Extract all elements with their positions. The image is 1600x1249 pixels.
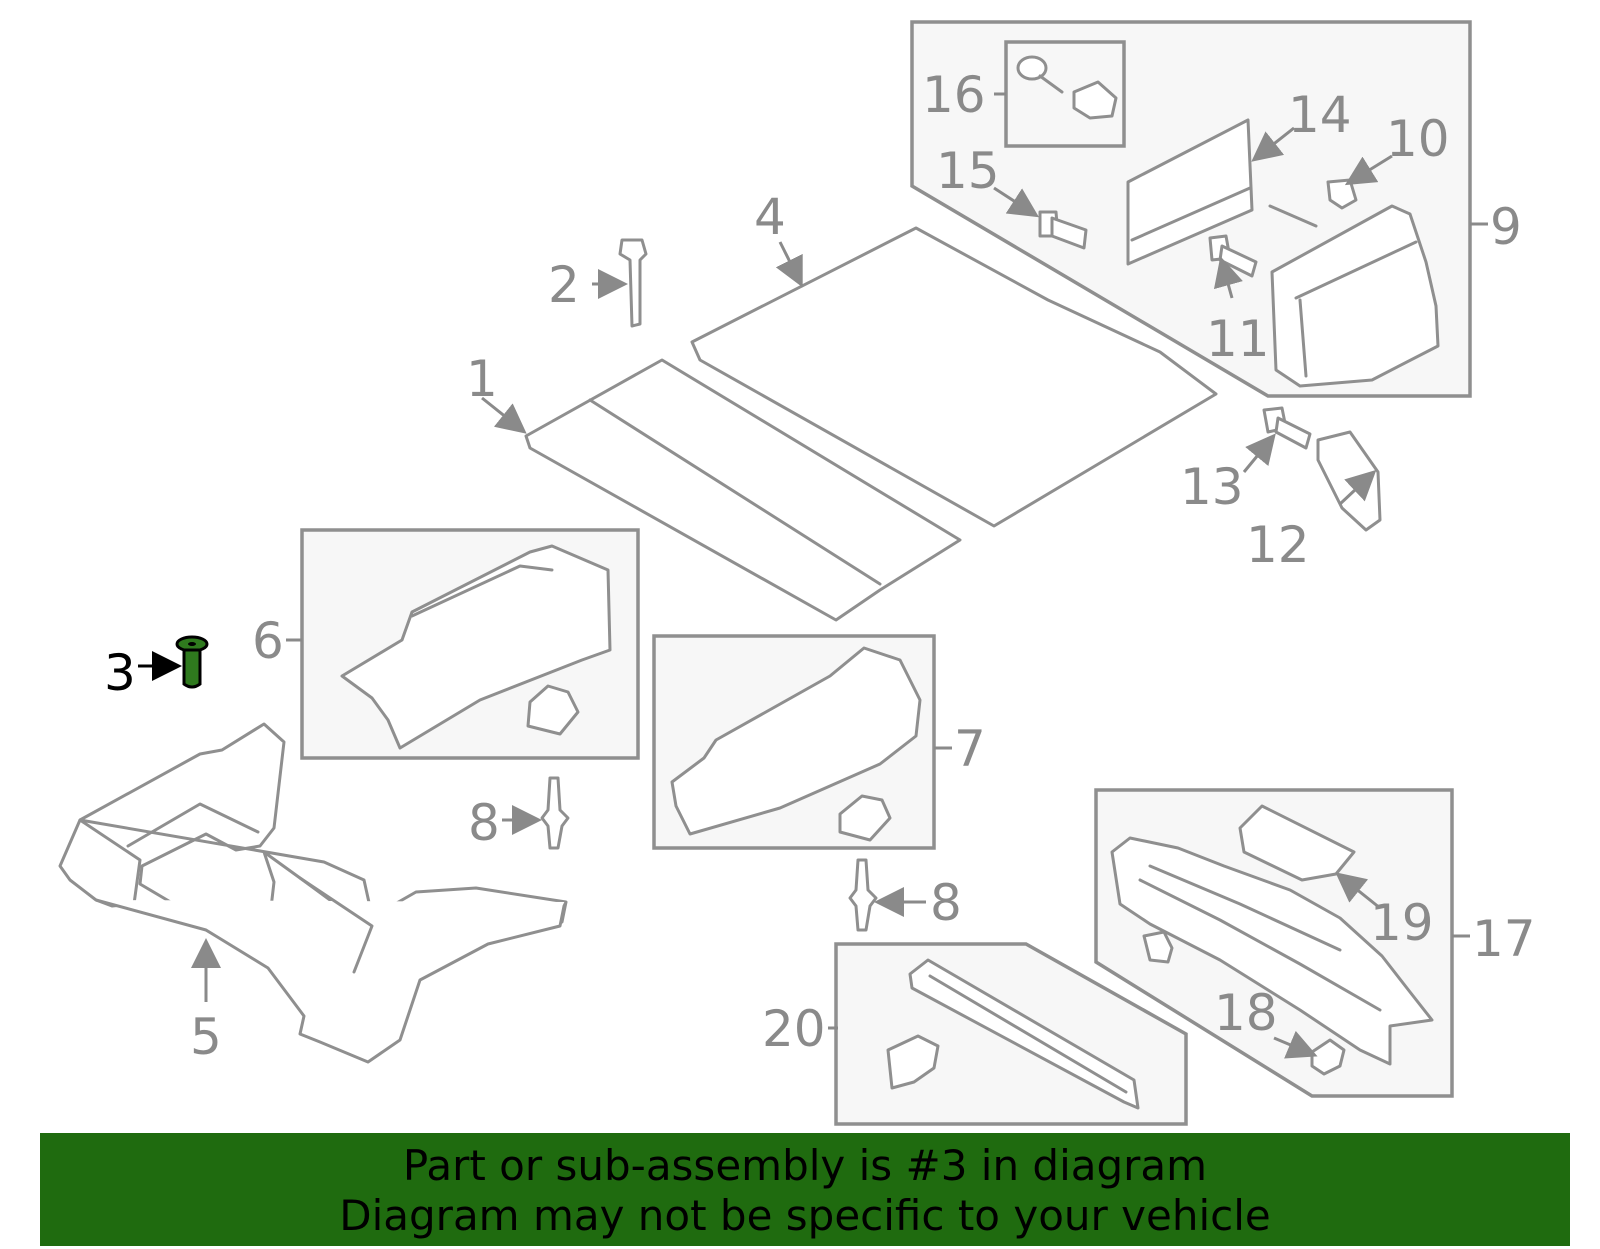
callout-8-lower: 8: [930, 874, 962, 932]
group-box-6: [300, 528, 640, 760]
callout-11: 11: [1206, 310, 1270, 368]
callout-2: 2: [548, 256, 580, 314]
group-box-17: [1094, 788, 1454, 1098]
callout-1: 1: [466, 350, 498, 408]
part-20-clip[interactable]: [886, 1034, 940, 1090]
part-20-rail[interactable]: [908, 958, 1140, 1110]
group-box-7: [652, 634, 936, 850]
part-14-panel[interactable]: [1126, 118, 1254, 266]
callout-3: 3: [104, 644, 136, 702]
group-box-20: [834, 942, 1188, 1126]
part-17-sill-plate[interactable]: [1110, 836, 1434, 1066]
banner-line-1: Part or sub-assembly is #3 in diagram: [402, 1141, 1208, 1190]
callout-18: 18: [1214, 984, 1278, 1042]
part-2-bolt[interactable]: [618, 238, 648, 328]
callout-20: 20: [762, 1000, 826, 1058]
callout-5: 5: [190, 1008, 222, 1066]
part-17-clip[interactable]: [1142, 930, 1174, 964]
part-3-bolt-highlighted[interactable]: [175, 635, 209, 689]
part-12-bracket[interactable]: [1316, 430, 1382, 532]
part-7-clip[interactable]: [838, 794, 892, 842]
callout-labels: 1 2 3 4 5 6 7 8 8 9 10 11 12 13 14 15 16…: [104, 66, 1536, 1066]
callout-19: 19: [1370, 894, 1434, 952]
part-6-trim[interactable]: [340, 544, 612, 750]
part-4-floor-panel[interactable]: [690, 226, 1218, 528]
part-7-trim[interactable]: [670, 646, 922, 836]
part-16-ring-clip[interactable]: [1016, 55, 1118, 120]
callout-12: 12: [1246, 516, 1310, 574]
group-box-9: [910, 20, 1472, 398]
banner-line-2: Diagram may not be specific to your vehi…: [339, 1191, 1271, 1240]
part-13-bolt[interactable]: [1262, 406, 1312, 450]
info-banner: Part or sub-assembly is #3 in diagram Di…: [40, 1133, 1570, 1246]
part-8-pin-lower[interactable]: [848, 858, 878, 932]
part-9-screw: [1268, 204, 1318, 228]
callout-16: 16: [922, 66, 986, 124]
leader-lines: [138, 92, 1488, 1059]
callout-17: 17: [1472, 910, 1536, 968]
callout-14: 14: [1288, 86, 1352, 144]
part-1-floor-panel[interactable]: [524, 358, 962, 622]
callout-13: 13: [1180, 458, 1244, 516]
part-18-clip[interactable]: [1310, 1038, 1346, 1076]
part-5-tray-structure[interactable]: [58, 722, 568, 1064]
part-9-storage-tray[interactable]: [1270, 204, 1440, 388]
part-15-bolt[interactable]: [1038, 210, 1088, 250]
callout-4: 4: [754, 188, 786, 246]
callout-10: 10: [1386, 110, 1450, 168]
callout-15: 15: [936, 142, 1000, 200]
callout-9: 9: [1490, 198, 1522, 256]
part-6-clip[interactable]: [526, 684, 580, 736]
callout-8-upper: 8: [468, 794, 500, 852]
part-8-pin-upper[interactable]: [540, 776, 570, 850]
callout-6: 6: [252, 612, 284, 670]
callout-7: 7: [954, 720, 986, 778]
